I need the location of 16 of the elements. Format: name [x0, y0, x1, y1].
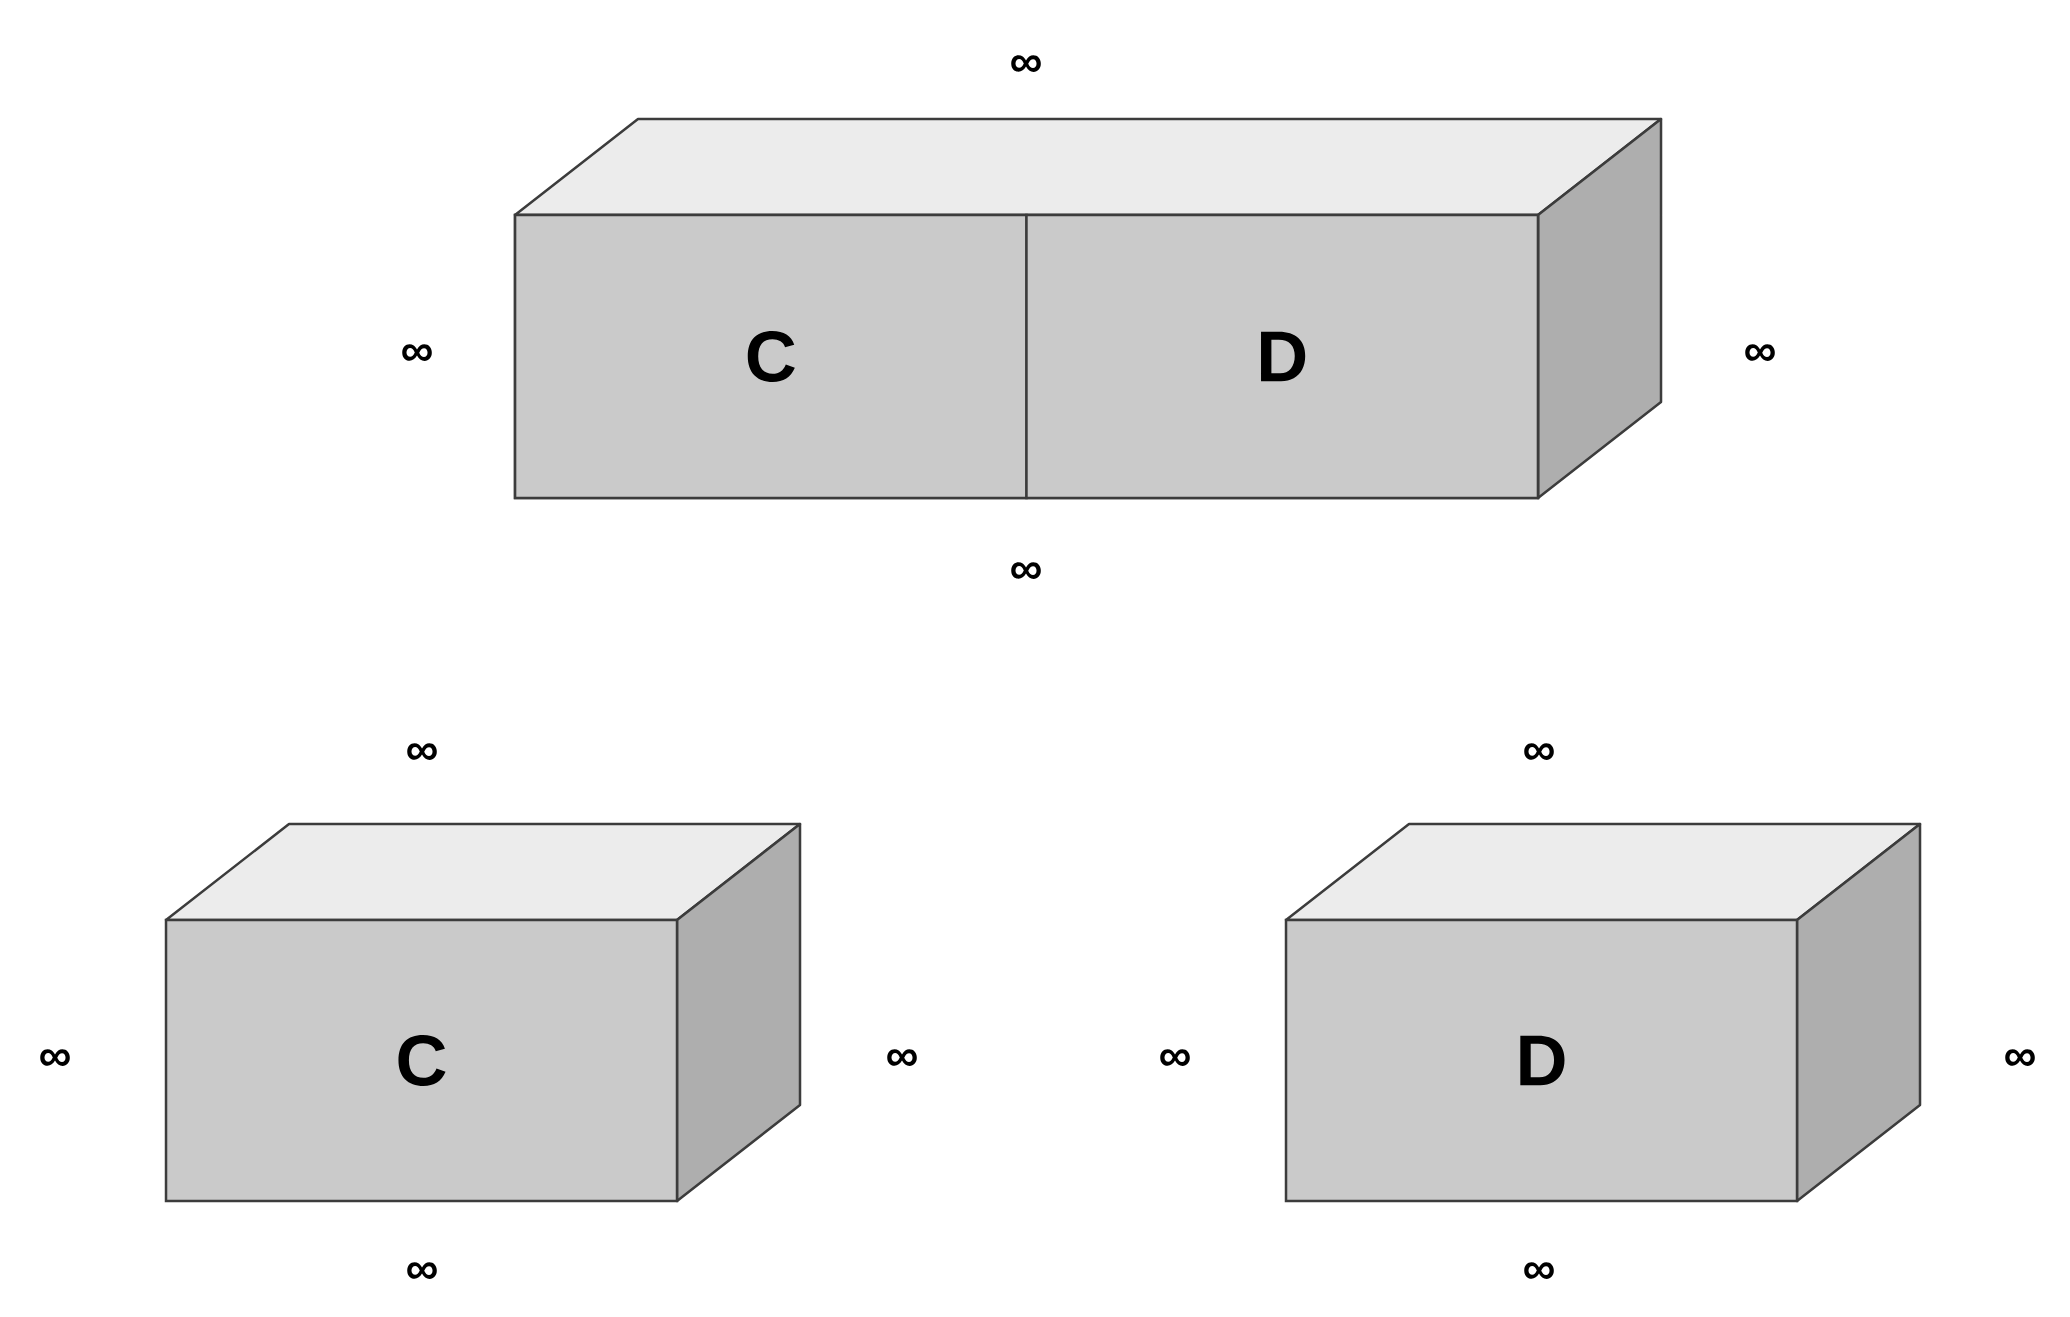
infinity-label: ∞ [407, 743, 437, 760]
infinity-label: ∞ [402, 344, 432, 361]
box-face: C [513, 213, 1028, 500]
infinity-label: ∞ [2005, 1049, 2035, 1066]
infinity-label: ∞ [1160, 1049, 1190, 1066]
infinity-label: ∞ [1524, 743, 1554, 760]
infinity-label: ∞ [40, 1049, 70, 1066]
infinity-label: ∞ [1524, 1262, 1554, 1279]
infinity-label: ∞ [1745, 344, 1775, 361]
infinity-label: ∞ [1011, 562, 1041, 579]
infinity-label: ∞ [887, 1049, 917, 1066]
infinity-label: ∞ [1011, 55, 1041, 72]
box-face: D [1025, 213, 1540, 500]
cuboid: C [164, 822, 802, 1203]
infinity-label: ∞ [407, 1262, 437, 1279]
cuboid: D [1284, 822, 1922, 1203]
